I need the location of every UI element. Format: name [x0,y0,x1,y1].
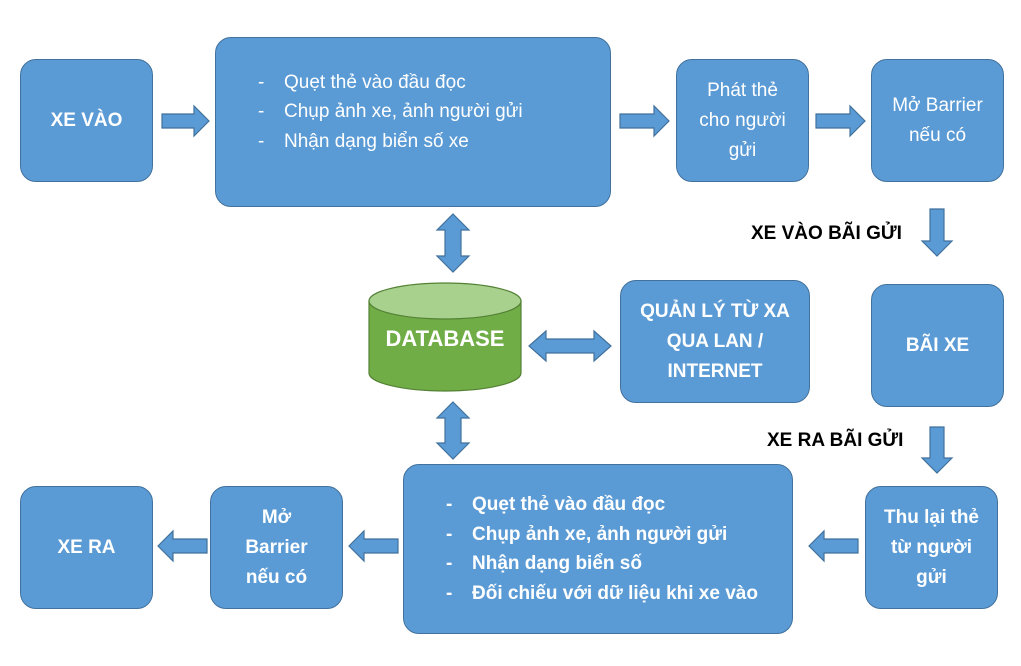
exit-barrier-label: Mở Barrier nếu có [245,506,308,588]
database-label: DATABASE [385,326,505,351]
exit-barrier-box: Mở Barrier nếu có [210,486,343,609]
arrow-right [815,104,866,138]
entry-step: Nhận dạng biển số xe [258,127,610,157]
entry-start-label: XE VÀO [50,109,123,131]
entry-process-box: Quẹt thẻ vào đầu đọc Chụp ảnh xe, ảnh ng… [215,37,611,207]
remote-management-label: QUẢN LÝ TỪ XA QUA LAN / INTERNET [640,300,790,382]
entry-barrier-box: Mở Barrier nếu có [871,59,1004,182]
double-arrow-vertical [435,213,471,273]
exit-step: Quẹt thẻ vào đầu đọc [446,490,772,520]
remote-management-box: QUẢN LÝ TỪ XA QUA LAN / INTERNET [620,280,810,403]
arrow-right [161,104,210,138]
arrow-down [920,208,954,257]
exit-step: Chụp ảnh xe, ảnh người gửi [446,520,772,550]
exit-end-box: XE RA [20,486,153,609]
arrow-left [808,529,859,563]
enter-lot-label: XE VÀO BÃI GỬI [751,223,902,244]
collect-card-box: Thu lại thẻ từ người gửi [865,486,998,609]
entry-step: Quẹt thẻ vào đầu đọc [258,68,610,98]
arrow-down [920,426,954,474]
arrow-left [348,529,399,563]
issue-card-label: Phát thẻ cho người gửi [699,79,786,161]
parking-lot-label: BÃI XE [905,334,970,356]
entry-barrier-label: Mở Barrier nếu có [892,94,983,146]
arrow-left [157,529,208,563]
collect-card-label: Thu lại thẻ từ người gửi [884,506,979,588]
double-arrow-vertical [435,401,471,460]
exit-step: Nhận dạng biển số [446,549,772,579]
entry-start-box: XE VÀO [20,59,153,182]
exit-process-steps: Quẹt thẻ vào đầu đọc Chụp ảnh xe, ảnh ng… [446,490,772,608]
exit-lot-label: XE RA BÃI GỬI [767,430,904,451]
entry-step: Chụp ảnh xe, ảnh người gửi [258,97,610,127]
arrow-right [619,104,670,138]
parking-lot-box: BÃI XE [871,284,1004,407]
entry-process-steps: Quẹt thẻ vào đầu đọc Chụp ảnh xe, ảnh ng… [258,68,610,157]
issue-card-box: Phát thẻ cho người gửi [676,59,809,182]
exit-end-label: XE RA [57,536,116,558]
exit-step: Đối chiếu với dữ liệu khi xe vào [446,579,772,609]
exit-process-box: Quẹt thẻ vào đầu đọc Chụp ảnh xe, ảnh ng… [403,464,793,634]
database-cylinder [368,282,522,392]
double-arrow-horizontal [528,329,612,363]
